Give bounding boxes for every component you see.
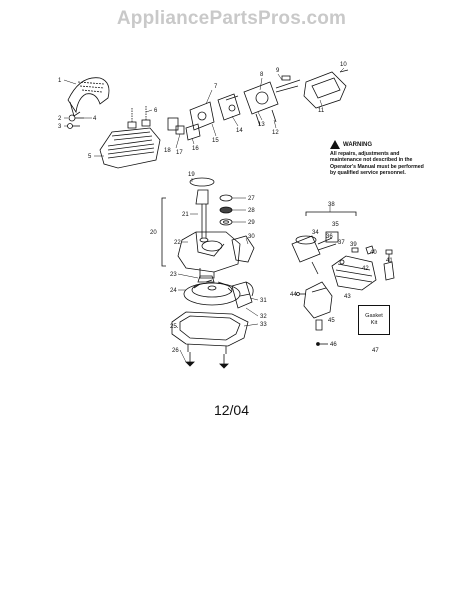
site-watermark: AppliancePartsPros.com (116, 8, 347, 29)
callout-7: 7 (214, 84, 218, 90)
callout-17: 17 (176, 150, 183, 156)
callout-18: 18 (164, 148, 171, 154)
callout-36: 36 (326, 234, 333, 240)
callout-47: 47 (372, 348, 379, 354)
warning-title-row: WARNING (330, 140, 430, 149)
callout-20: 20 (150, 230, 157, 236)
part-flywheel (183, 279, 241, 306)
callout-19: 19 (188, 172, 195, 178)
part-cylinder (99, 119, 161, 169)
part-piston-assembly (291, 231, 339, 275)
callout-33: 33 (260, 322, 267, 328)
warning-text: All repairs, adjustments and maintenance… (330, 151, 424, 177)
part-clip (315, 319, 323, 331)
part-air-filter (303, 69, 349, 109)
callout-16: 16 (192, 146, 199, 152)
part-crankshaft (195, 189, 209, 243)
callout-42: 42 (362, 266, 369, 272)
callout-9: 9 (276, 68, 280, 74)
callout-28: 28 (248, 208, 255, 214)
callout-8: 8 (260, 72, 264, 78)
callout-6: 6 (154, 108, 158, 114)
callout-22: 22 (174, 240, 181, 246)
part-carb-plates (189, 93, 241, 131)
callout-15: 15 (212, 138, 219, 144)
callout-2: 2 (58, 116, 62, 122)
callout-41: 41 (386, 258, 393, 264)
part-bracket (197, 275, 215, 283)
gasket-kit-box: Gasket Kit (358, 305, 390, 335)
part-screws-small (67, 114, 84, 129)
callout-35: 35 (332, 222, 339, 228)
gasket-kit-line2: Kit (370, 320, 378, 326)
part-bolts-group (131, 106, 201, 141)
callout-26: 26 (172, 348, 179, 354)
revision-date: 12/04 (213, 402, 250, 418)
part-ignition-module (231, 281, 254, 309)
callout-43: 43 (344, 294, 351, 300)
callout-45: 45 (328, 318, 335, 324)
callout-27: 27 (248, 196, 255, 202)
part-crankcase-gasket (231, 235, 255, 263)
part-crankcase (177, 231, 241, 279)
part-spark-plug (351, 245, 395, 281)
callout-numbers: 1 2 3 4 5 6 7 8 9 10 11 12 13 14 15 16 1… (58, 62, 393, 354)
leader-lines (63, 67, 345, 363)
callout-3: 3 (58, 124, 62, 130)
callout-23: 23 (170, 272, 177, 278)
part-tank-screws (185, 352, 229, 369)
callout-30: 30 (248, 234, 255, 240)
callout-44: 44 (290, 292, 297, 298)
callout-12: 12 (272, 130, 279, 136)
callout-10: 10 (340, 62, 347, 68)
callout-39: 39 (350, 242, 357, 248)
warning-triangle-icon (330, 140, 340, 149)
callout-37: 37 (338, 240, 345, 246)
callout-21: 21 (182, 212, 189, 218)
callout-29: 29 (248, 220, 255, 226)
callout-13: 13 (258, 122, 265, 128)
callout-25: 25 (170, 324, 177, 330)
callout-4: 4 (93, 116, 97, 122)
callout-40: 40 (370, 250, 377, 256)
part-o-ring (189, 177, 215, 187)
part-exhaust (296, 281, 333, 319)
part-bearings (219, 194, 233, 226)
warning-notice: WARNING All repairs, adjustments and mai… (330, 140, 430, 177)
callout-14: 14 (236, 128, 243, 134)
part-muffler (331, 255, 377, 291)
group-bracket-38 (305, 211, 357, 216)
callout-5: 5 (88, 154, 92, 160)
callout-46: 46 (330, 342, 337, 348)
callout-38: 38 (328, 202, 335, 208)
callout-11: 11 (318, 108, 325, 114)
callout-24: 24 (170, 288, 177, 294)
warning-title: WARNING (343, 141, 372, 148)
callout-32: 32 (260, 314, 267, 320)
part-fuel-tank (171, 311, 249, 354)
part-carburetor (243, 75, 301, 127)
callout-1: 1 (58, 78, 62, 84)
callout-34: 34 (312, 230, 319, 236)
callout-31: 31 (260, 298, 267, 304)
group-bracket-20 (161, 197, 166, 267)
gasket-kit-line1: Gasket (365, 313, 383, 319)
part-small-screw (316, 342, 328, 346)
